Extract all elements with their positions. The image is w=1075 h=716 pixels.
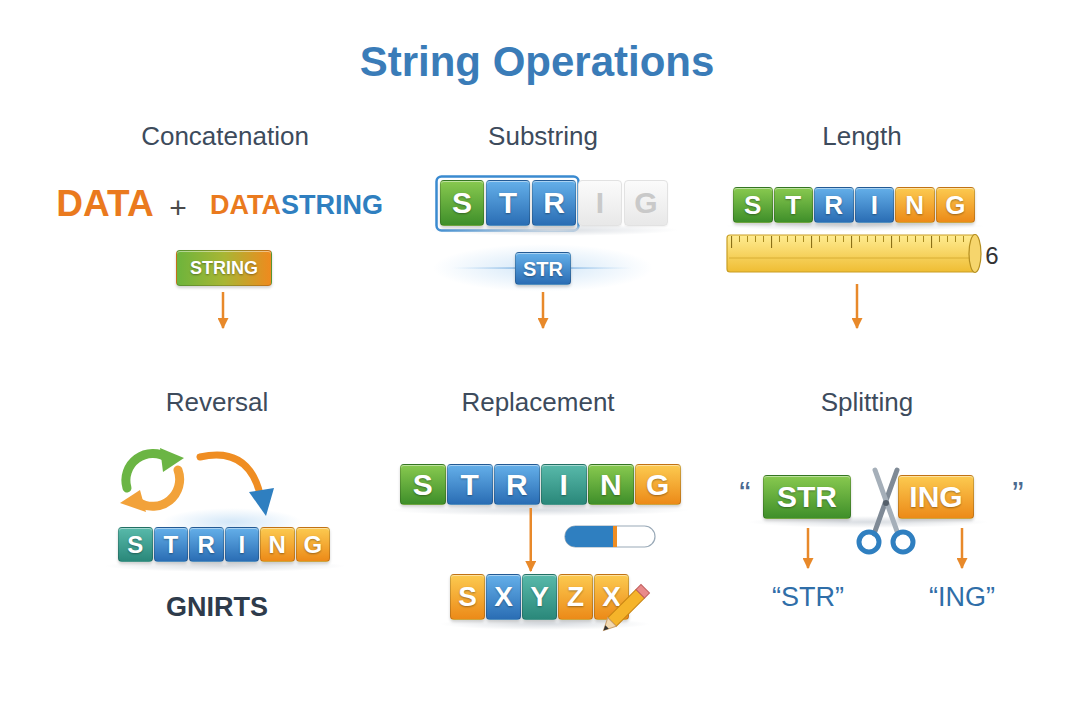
letter-tile: G [635, 464, 681, 505]
quote-mark: ” [1012, 474, 1023, 513]
result-badge: STR [515, 252, 571, 285]
letter-tile: G [296, 527, 331, 562]
letter-tile: N [588, 464, 634, 505]
tile-text: S [127, 533, 143, 557]
tile-text: R [198, 533, 215, 557]
tile-text: S [452, 188, 472, 218]
tile-text: N [600, 470, 622, 500]
section-heading: Reversal [166, 388, 269, 418]
tile-text: S [458, 583, 477, 611]
letter-tile: T [154, 527, 189, 562]
letter-tile: X [486, 574, 521, 620]
tile-text: I [560, 470, 568, 500]
section-heading: Concatenation [141, 122, 309, 152]
tile-text: X [494, 583, 513, 611]
section-heading: Substring [488, 122, 598, 152]
tile-text: S [413, 470, 433, 500]
letter-tile: T [774, 187, 814, 223]
letter-tile: R [532, 180, 576, 226]
tile-text: T [461, 470, 479, 500]
section-heading: Replacement [461, 388, 614, 418]
tile-text: STR [777, 482, 837, 512]
letter-tile: Y [522, 574, 557, 620]
split-tile: STR [763, 475, 851, 519]
letter-tile: S [450, 574, 485, 620]
tile-text: X [602, 583, 621, 611]
letter-tile: T [447, 464, 493, 505]
letter-tile: N [895, 187, 935, 223]
letter-tile: I [225, 527, 260, 562]
tile-text: ING [909, 482, 962, 512]
tile-text: N [905, 192, 924, 218]
tile-text: T [499, 188, 517, 218]
title: String Operations [360, 38, 715, 86]
tile-text: R [506, 470, 528, 500]
letter-tile: S [400, 464, 446, 505]
split-part: “ING” [929, 582, 995, 613]
letter-tile: R [189, 527, 224, 562]
letter-tile: Z [558, 574, 593, 620]
letter-tile: I [855, 187, 895, 223]
tile-text: T [163, 533, 178, 557]
tile-text: I [238, 533, 245, 557]
tile-text: Z [567, 583, 584, 611]
letter-tile: X [594, 574, 629, 620]
letter-tile: I [578, 180, 622, 226]
section-heading: Splitting [821, 388, 914, 418]
tile-text: STR [523, 259, 563, 279]
reversed-word: GNIRTS [166, 592, 268, 623]
letter-tile: R [814, 187, 854, 223]
letter-tile: G [624, 180, 668, 226]
letter-tile: S [440, 180, 484, 226]
letter-tile: T [486, 180, 530, 226]
split-tile: ING [898, 475, 974, 519]
result-badge: STRING [176, 250, 272, 286]
tile-text: N [269, 533, 286, 557]
tile-text: T [785, 192, 801, 218]
letter-tile: S [733, 187, 773, 223]
tile-text: R [543, 188, 565, 218]
tile-text: G [945, 192, 965, 218]
letter-tile: I [541, 464, 587, 505]
plus-sign: + [169, 191, 187, 226]
tile-text: I [596, 188, 604, 218]
operand-word: DATA [210, 190, 281, 221]
letter-tile: S [118, 527, 153, 562]
flow-arrow [530, 508, 533, 571]
tile-text: I [871, 192, 878, 218]
letter-tile: R [494, 464, 540, 505]
tile-text: R [824, 192, 843, 218]
tile-text: Y [530, 583, 549, 611]
tile-text: STRING [190, 259, 258, 277]
letter-tile: N [260, 527, 295, 562]
quote-mark: “ [739, 474, 750, 513]
operand-word: STRING [281, 190, 383, 221]
letter-tile: G [936, 187, 976, 223]
tile-text: G [646, 470, 669, 500]
split-part: “STR” [772, 582, 844, 613]
tile-text: G [634, 188, 657, 218]
tile-text: S [744, 192, 761, 218]
operand-word: DATA [56, 183, 153, 226]
section-heading: Length [822, 122, 902, 152]
length-number: 6 [985, 242, 998, 270]
tile-text: G [303, 533, 322, 557]
